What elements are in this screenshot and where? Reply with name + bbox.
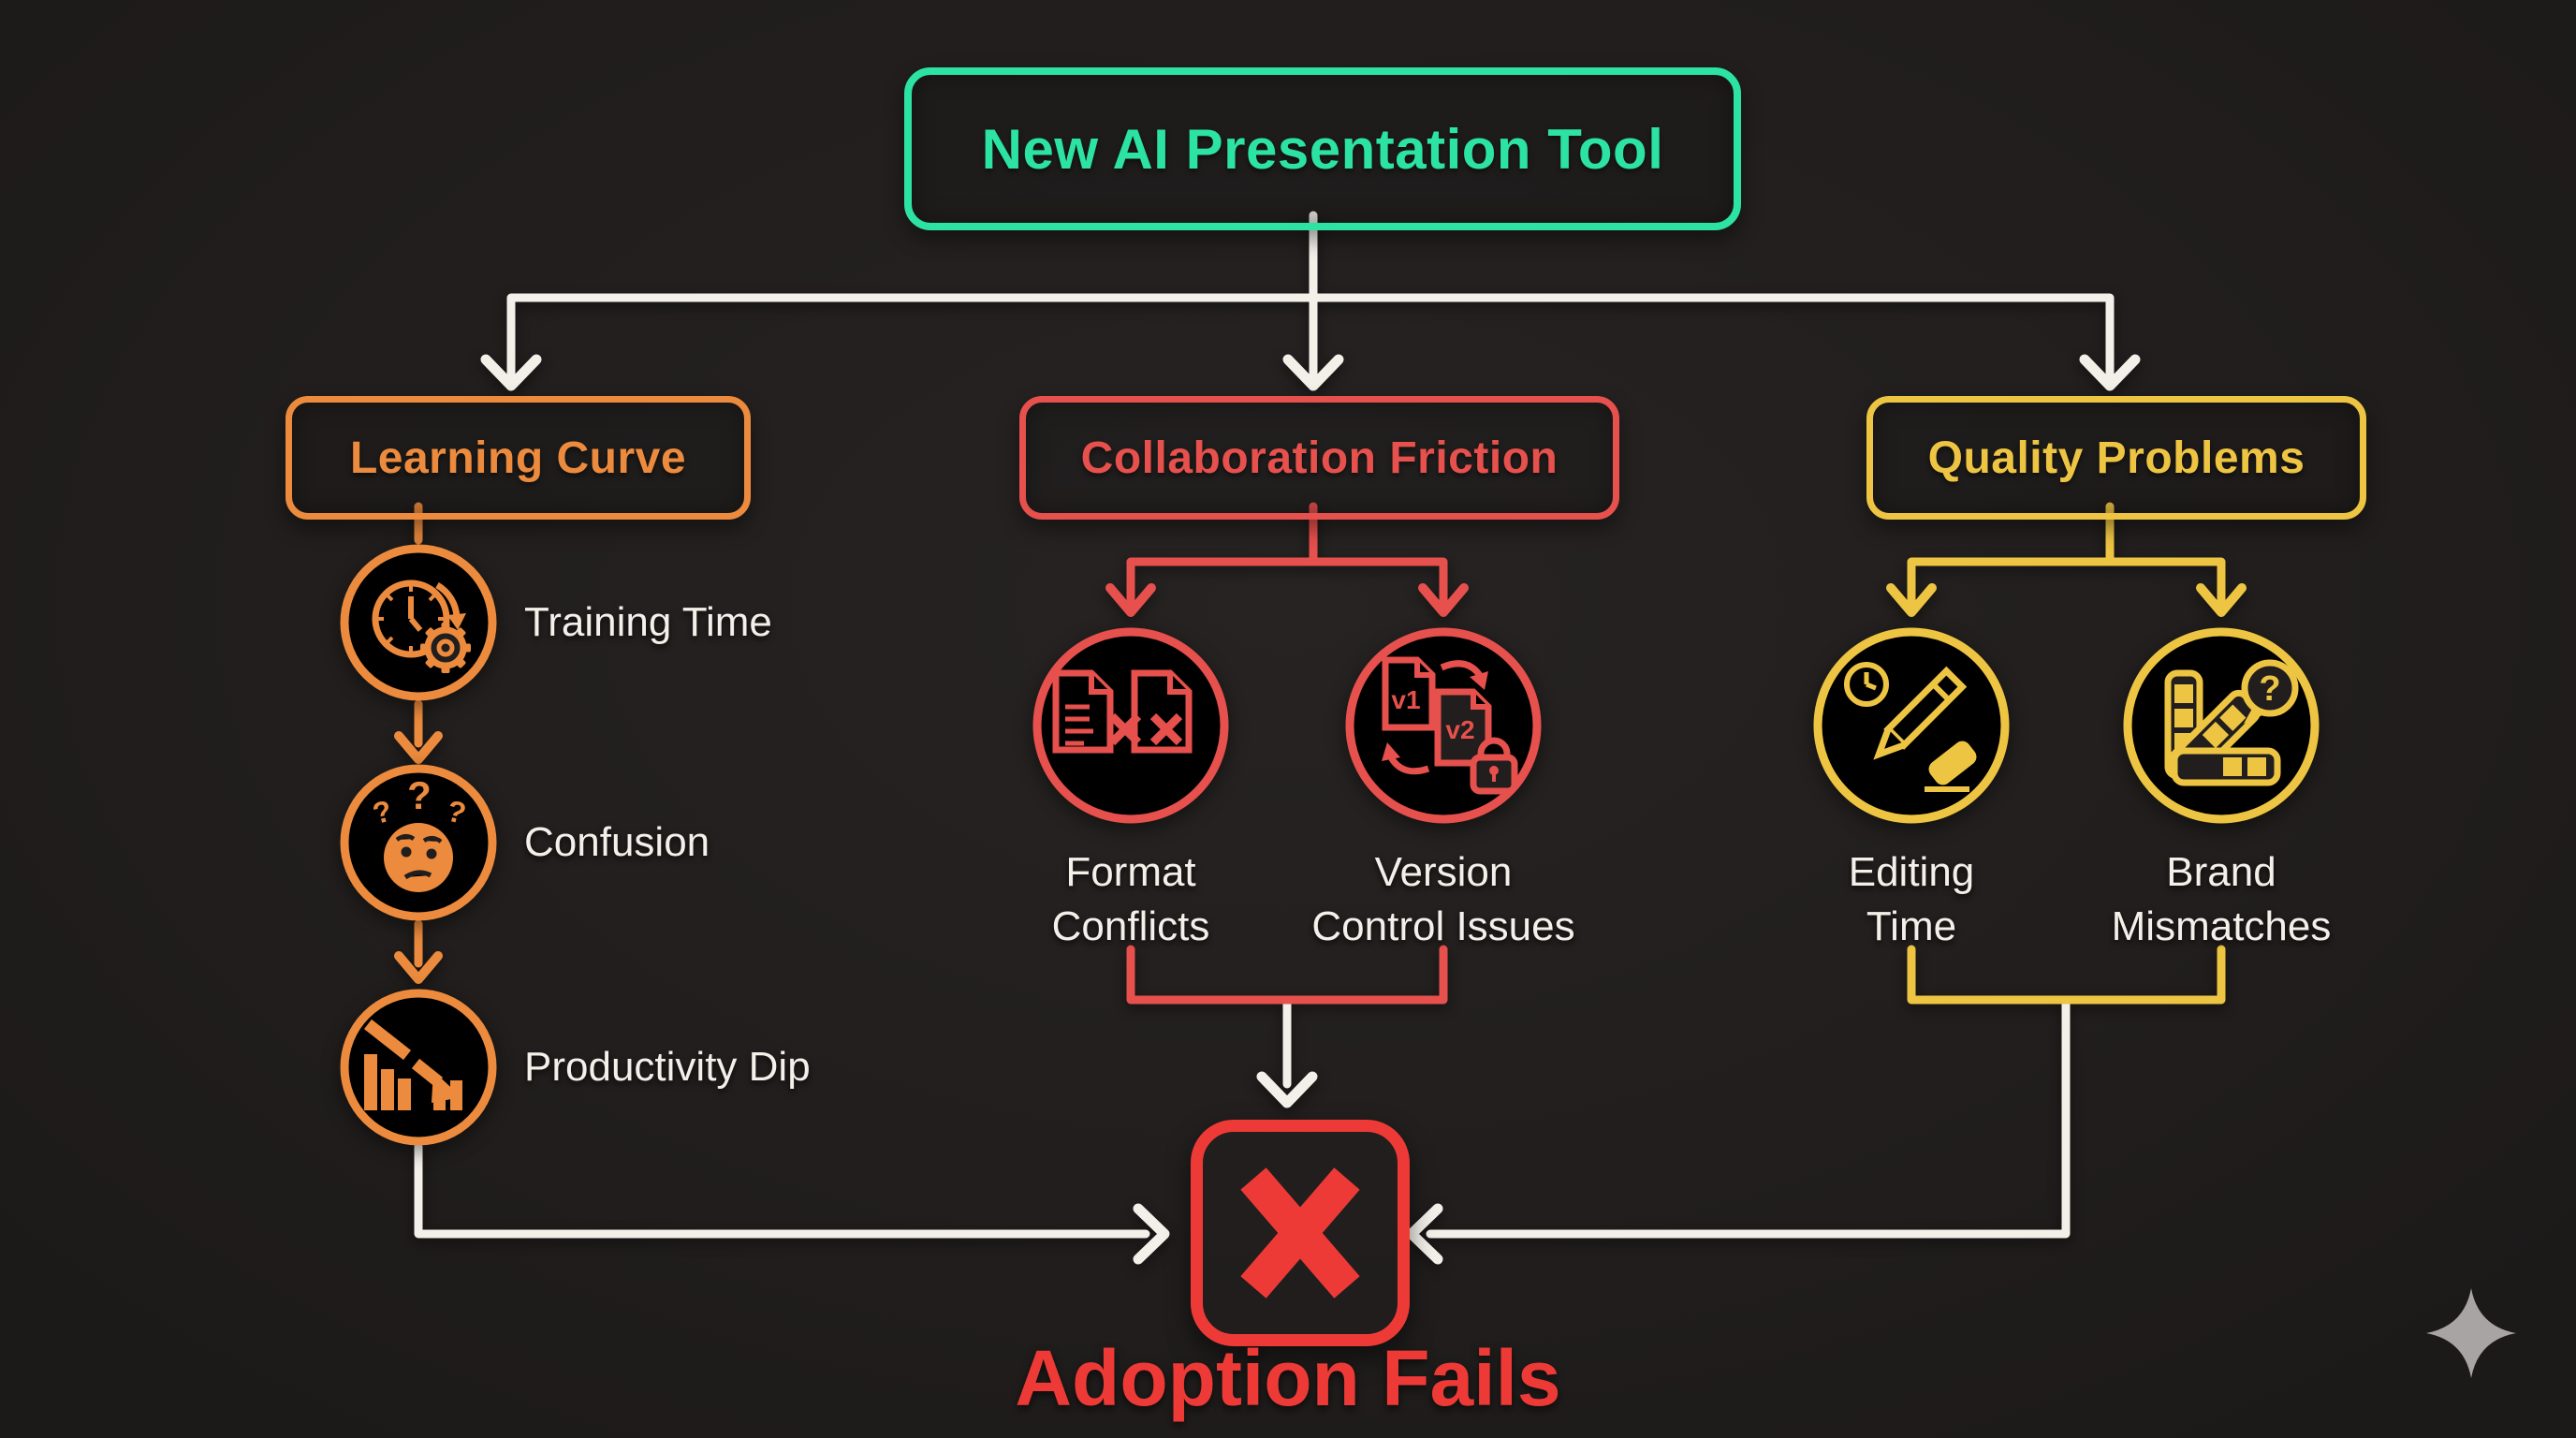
confused-face-icon: ? ? ? [340,764,497,921]
productivity-dip-node [339,988,498,1147]
collaboration-merge-rail [1126,945,1448,1005]
confusion-node: ? ? ? [339,763,498,922]
editing-time-node [1812,626,2011,825]
quality-split-rail [1907,557,2226,606]
x-mark-icon [1240,1167,1360,1299]
branch-box-quality-problems: Quality Problems [1866,396,2366,520]
quality-merge-rail [1907,945,2226,1005]
branch-label-quality-problems: Quality Problems [1927,433,2305,483]
root-node-label: New AI Presentation Tool [981,117,1664,181]
training-time-label: Training Time [524,599,772,645]
arrow-right-outcome [1133,1203,1170,1265]
sparkle-icon [2424,1286,2518,1380]
version-control-node: v1 v2 [1344,626,1543,825]
learning-to-outcome-line [414,1142,1150,1239]
arrow-down-format [1105,583,1156,617]
svg-text:?: ? [2259,669,2280,709]
clock-gear-icon [340,544,497,701]
arrow-down-productivity [394,951,443,984]
svg-text:v2: v2 [1445,715,1474,744]
arrow-down-quality [2079,354,2141,391]
document-conflict-icon [1032,627,1229,824]
svg-text:?: ? [407,773,432,817]
branch-label-learning-curve: Learning Curve [349,433,687,483]
yellow-connectors [1886,502,2247,1005]
productivity-dip-label: Productivity Dip [524,1044,811,1090]
version-control-label: Version Control Issues [1311,849,1575,949]
outcome-label: Adoption Fails [1015,1334,1561,1422]
editing-time-label: Editing Time [1848,849,1975,949]
arrow-down-brand [2196,583,2247,617]
brand-mismatches-node: ? [2122,626,2320,825]
arrow-down-collaboration [1282,354,1344,391]
red-connectors [1105,502,1469,1005]
training-time-node [339,543,498,702]
format-conflicts-label: Format Conflicts [1051,849,1210,949]
root-node-box: New AI Presentation Tool [904,67,1741,230]
brand-mismatches-label: Brand Mismatches [2111,849,2332,949]
arrow-left-outcome [1406,1203,1443,1265]
arrow-down-learning [480,354,542,391]
confusion-label: Confusion [524,819,710,865]
orange-connectors [394,502,443,984]
falling-chart-icon [340,989,497,1146]
quality-to-outcome-line [1426,999,2071,1239]
branch-box-learning-curve: Learning Curve [285,396,751,520]
arrow-down-version [1418,583,1469,617]
color-swatches-icon: ? [2123,627,2320,824]
branch-label-collaboration-friction: Collaboration Friction [1080,433,1559,483]
arrow-down-outcome [1256,1071,1318,1108]
white-connectors [414,211,2141,1265]
collaboration-split-rail [1126,557,1448,606]
svg-text:v1: v1 [1391,685,1420,714]
arrow-down-confusion [394,731,443,764]
arrow-down-editing [1886,583,1937,617]
branch-box-collaboration-friction: Collaboration Friction [1019,396,1619,520]
pencil-clock-eraser-icon [1813,627,2010,824]
outcome-x-box [1191,1120,1410,1346]
version-lock-icon: v1 v2 [1345,627,1542,824]
format-conflicts-node [1032,626,1230,825]
